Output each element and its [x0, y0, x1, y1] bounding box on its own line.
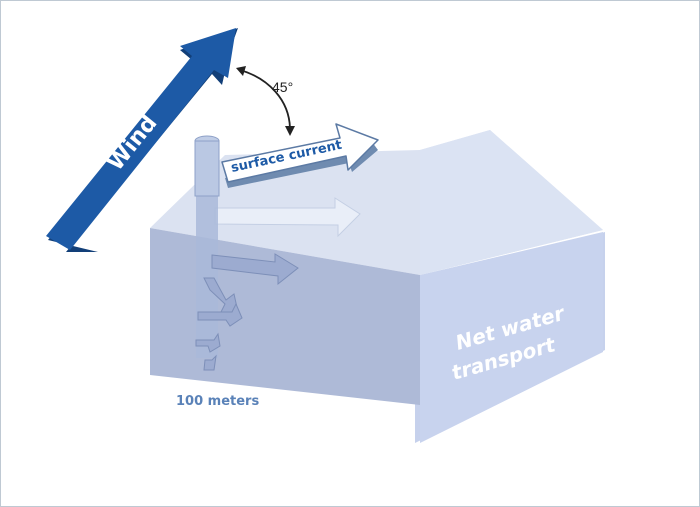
- angle-arc-arrowhead-start: [236, 66, 246, 76]
- subsurface-arrow-5: [195, 332, 221, 353]
- angle-arc: [239, 69, 291, 131]
- angle-label: 45°: [272, 79, 293, 95]
- subsurface-arrow-6: [203, 354, 217, 371]
- net-transport-arrow-front: [420, 232, 603, 443]
- subsurface-arrow-2: [211, 253, 299, 286]
- depth-column: [196, 148, 218, 358]
- wind-arrow: [46, 28, 236, 250]
- surface-current-arrow: [221, 123, 379, 183]
- subsurface-arrow-1: [214, 197, 361, 238]
- angle-arc-arrowhead-end: [285, 126, 295, 136]
- depth-column-upper: [194, 140, 220, 197]
- net-transport-arrow-top: [420, 130, 603, 275]
- depth-label: 100 meters: [176, 394, 259, 409]
- subsurface-arrow-4: [197, 302, 243, 327]
